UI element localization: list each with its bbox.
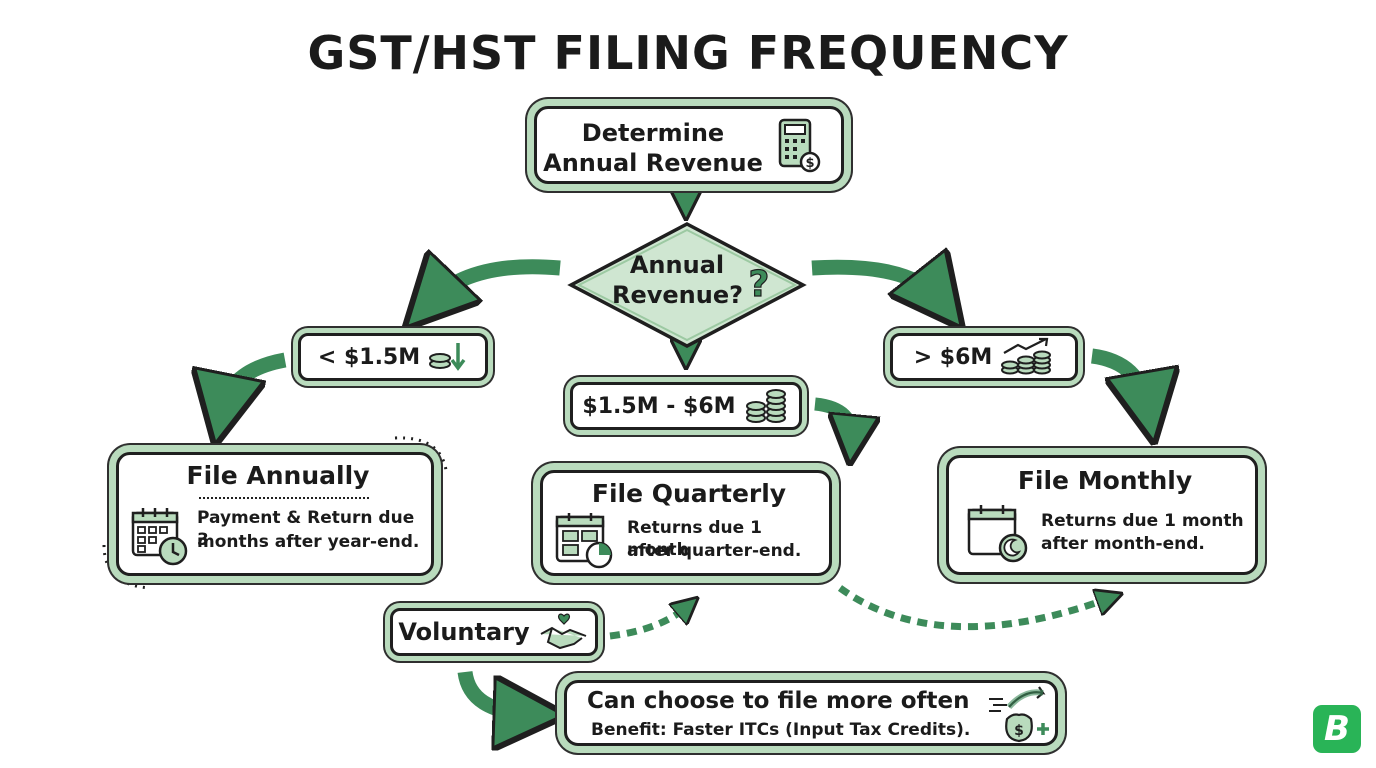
decision-line1: Annual [629, 251, 725, 279]
file-monthly-line2: after month-end. [1041, 534, 1205, 554]
tier-mid-pill: $1.5M - $6M [570, 382, 802, 430]
tier-high-pill: > $6M [890, 333, 1078, 381]
calendar-clock-icon [131, 508, 188, 566]
file-annually-heading: File Annually [186, 461, 370, 490]
file-annually-line1: Payment & Return due 3 [197, 508, 415, 550]
svg-text:?: ? [749, 264, 770, 302]
heading-underline [199, 497, 369, 499]
svg-text:$: $ [805, 156, 814, 171]
file-monthly-line1: Returns due 1 month [1041, 511, 1244, 531]
calendar-quarter-icon [555, 513, 613, 569]
file-monthly-card: File Monthly Returns due 1 month after m… [946, 455, 1258, 575]
calculator-icon: $ [778, 118, 821, 173]
annual-revenue-label: Annual Revenue [543, 149, 763, 177]
determine-revenue-box: Determine Annual Revenue $ [534, 106, 844, 184]
file-quarterly-line2: after quarter-end. [627, 541, 802, 561]
page-title: GST/HST FILING FREQUENCY [307, 26, 1069, 80]
decision-line2: Revenue? [612, 281, 744, 309]
tier-mid-label: $1.5M - $6M [582, 393, 736, 419]
voluntary-label: Voluntary [398, 618, 530, 646]
coins-up-chart-icon [1001, 337, 1052, 375]
tier-low-label: < $1.5M [317, 344, 421, 370]
arrow-quarterly-monthly [837, 585, 1110, 631]
calendar-moon-icon [967, 505, 1028, 563]
coins-down-icon [429, 343, 466, 371]
decision-diamond [567, 222, 807, 348]
choose-more-often-card: Can choose to file more often Benefit: F… [564, 680, 1058, 746]
arrow-voluntary-choose [457, 670, 530, 714]
money-bag-arrow-icon: $ [989, 686, 1049, 743]
arrow-low-annual [222, 352, 287, 410]
sketch-dots [102, 544, 151, 590]
file-monthly-heading: File Monthly [1017, 466, 1193, 495]
choose-heading: Can choose to file more often [587, 688, 970, 714]
arrow-high-monthly [1090, 348, 1148, 408]
file-quarterly-card: File Quarterly Returns due 1 month after… [540, 470, 832, 576]
tier-low-pill: < $1.5M [298, 333, 488, 381]
arrow-mid-quarterly [814, 397, 852, 440]
arrow-decision-low [430, 267, 561, 302]
choose-benefit: Benefit: Faster ITCs (Input Tax Credits)… [591, 720, 971, 740]
file-annually-card: File Annually Payment & Return due 3 mon… [116, 452, 434, 576]
file-quarterly-heading: File Quarterly [591, 479, 787, 508]
question-mark-icon: ? [748, 263, 770, 302]
svg-text:$: $ [1014, 723, 1024, 739]
handshake-heart-icon [540, 613, 586, 650]
file-annually-line2: months after year-end. [197, 532, 420, 552]
coin-stack-icon [745, 389, 786, 423]
file-quarterly-line1: Returns due 1 month [627, 518, 762, 560]
arrow-decision-high [811, 267, 940, 300]
tier-high-label: > $6M [913, 344, 993, 370]
determine-label: Determine [581, 119, 725, 147]
voluntary-pill: Voluntary [390, 608, 598, 656]
brand-logo: B [1313, 705, 1361, 753]
arrow-voluntary-quarterly [609, 606, 688, 640]
